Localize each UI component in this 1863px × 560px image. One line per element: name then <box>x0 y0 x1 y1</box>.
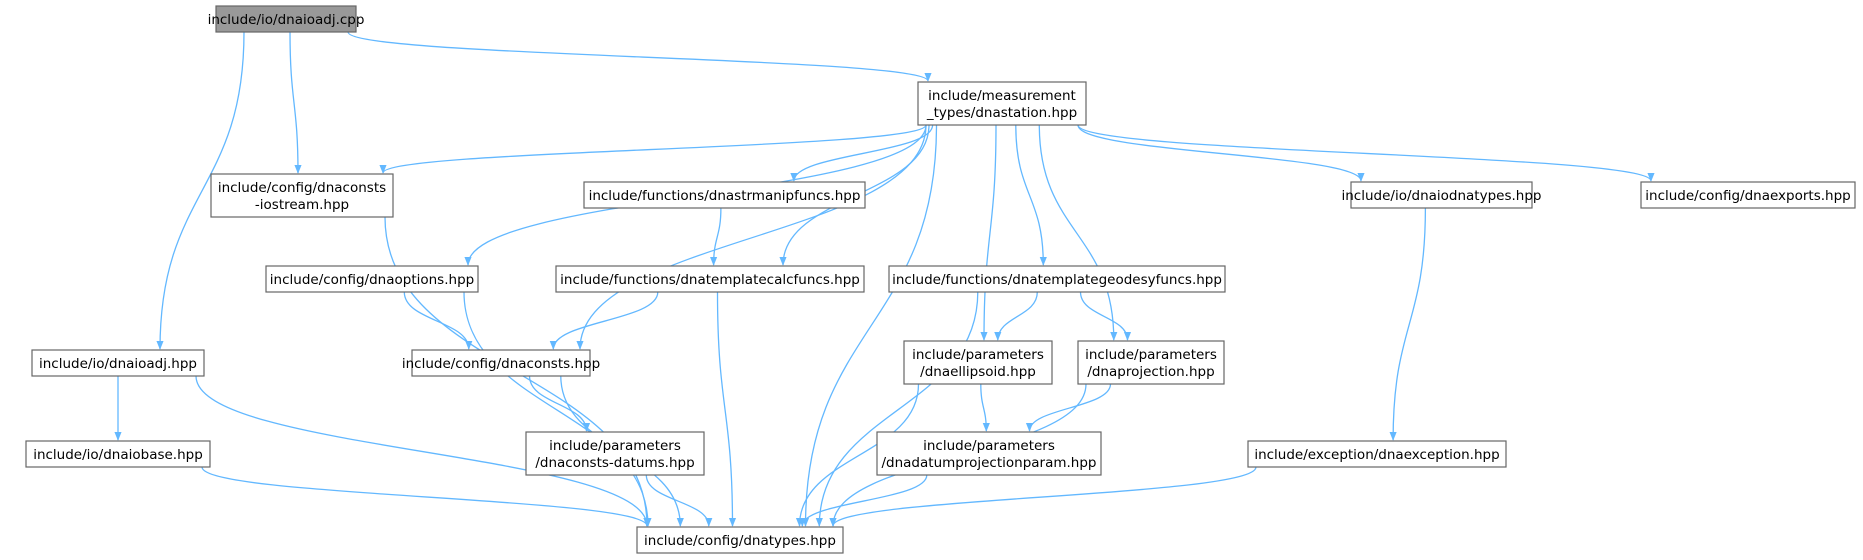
edge-dnatemplatecalcfuncs-to-dnatypes <box>716 291 737 527</box>
node-label: /dnaellipsoid.hpp <box>920 364 1036 380</box>
edge-dnastation-to-dnaprojection <box>1038 124 1118 341</box>
edge-dnastation-to-dnaellipsoid <box>980 124 997 341</box>
edge-dnastation-to-dnatypes <box>801 124 938 527</box>
node-box <box>1247 440 1507 468</box>
node-box <box>525 431 705 476</box>
node-label: include/functions/dnastrmanipfuncs.hpp <box>589 188 861 204</box>
node-dnaconsts_datums[interactable]: include/parameters/dnaconsts-datums.hpp <box>525 431 705 476</box>
node-label: include/measurement <box>928 88 1076 104</box>
node-label: include/config/dnaexports.hpp <box>1645 188 1850 204</box>
node-box <box>265 265 479 293</box>
edge-dnaprojection-to-dnadatumprojectionparam <box>1025 383 1112 432</box>
edge-dnaexception-to-dnatypes <box>829 466 1257 527</box>
node-dnaioadj_hpp[interactable]: include/io/dnaioadj.hpp <box>31 349 205 377</box>
edge-dnaconsts_datums-to-dnatypes <box>645 474 713 527</box>
edge-dnatemplategeodesyfuncs-to-dnaprojection <box>1079 291 1132 341</box>
node-box <box>1077 340 1225 385</box>
node-label: include/parameters <box>923 438 1055 454</box>
node-dnadatumprojectionparam[interactable]: include/parameters/dnadatumprojectionpar… <box>876 431 1102 476</box>
node-box <box>636 526 844 554</box>
edge-dnastation-to-dnaconsts_iostream <box>379 124 927 174</box>
node-dnaconsts[interactable]: include/config/dnaconsts.hpp <box>402 349 600 377</box>
node-dnastrmanipfuncs[interactable]: include/functions/dnastrmanipfuncs.hpp <box>583 181 866 209</box>
node-box <box>917 81 1087 126</box>
edge-dnaellipsoid-to-dnatypes <box>795 383 920 527</box>
edge-dnadatumprojectionparam-to-dnatypes <box>798 474 928 527</box>
file-nodes: include/io/dnaioadj.cpp include/measureme… <box>25 5 1856 554</box>
edge-dnaoptions-to-dnatypes <box>463 291 652 527</box>
node-box <box>215 5 357 33</box>
edge-dnatemplategeodesyfuncs-to-dnatypes <box>815 291 979 527</box>
edge-dnaoptions-to-dnaconsts <box>403 291 473 350</box>
node-label: /dnadatumprojectionparam.hpp <box>881 455 1096 471</box>
node-label: include/io/dnaioadj.cpp <box>208 12 365 28</box>
node-label: include/functions/dnatemplatecalcfuncs.h… <box>560 272 860 288</box>
node-dnatemplatecalcfuncs[interactable]: include/functions/dnatemplatecalcfuncs.h… <box>555 265 865 293</box>
edge-dnastrmanipfuncs-to-dnatemplatecalcfuncs <box>710 207 722 266</box>
node-dnaprojection[interactable]: include/parameters/dnaprojection.hpp <box>1077 340 1225 385</box>
node-label: include/config/dnaoptions.hpp <box>270 272 474 288</box>
node-dnastation[interactable]: include/measurement_types/dnastation.hpp <box>917 81 1087 126</box>
node-box <box>25 440 211 468</box>
node-box <box>31 349 205 377</box>
node-label: /dnaprojection.hpp <box>1087 364 1214 380</box>
node-box <box>555 265 865 293</box>
node-dnaconsts_iostream[interactable]: include/config/dnaconsts-iostream.hpp <box>210 173 394 218</box>
node-label: include/parameters <box>549 438 681 454</box>
node-label: include/functions/dnatemplategeodesyfunc… <box>892 272 1222 288</box>
node-dnaexports[interactable]: include/config/dnaexports.hpp <box>1640 181 1856 209</box>
edge-dnastation-to-dnaexports <box>1077 124 1655 182</box>
node-label: include/config/dnatypes.hpp <box>644 533 836 549</box>
node-dnaioadj_cpp[interactable]: include/io/dnaioadj.cpp <box>208 5 365 33</box>
node-label: include/exception/dnaexception.hpp <box>1254 447 1499 463</box>
edge-dnastation-to-dnastrmanipfuncs <box>790 124 934 182</box>
node-dnaexception[interactable]: include/exception/dnaexception.hpp <box>1247 440 1507 468</box>
edge-dnaioadj_cpp-to-dnaioadj_hpp <box>156 31 245 350</box>
node-label: _types/dnastation.hpp <box>926 105 1077 121</box>
node-label: include/parameters <box>1085 347 1217 363</box>
node-box <box>1640 181 1856 209</box>
node-dnaellipsoid[interactable]: include/parameters/dnaellipsoid.hpp <box>903 340 1053 385</box>
node-box <box>1350 181 1533 209</box>
node-dnaiodnatypes[interactable]: include/io/dnaiodnatypes.hpp <box>1341 181 1542 209</box>
edge-dnastation-to-dnaiodnatypes <box>1077 124 1365 182</box>
edge-dnastation-to-dnaconsts <box>576 124 927 350</box>
edge-dnastation-to-dnatemplategeodesyfuncs <box>1015 124 1047 266</box>
node-box <box>583 181 866 209</box>
node-dnaiobase[interactable]: include/io/dnaiobase.hpp <box>25 440 211 468</box>
node-label: include/parameters <box>912 347 1044 363</box>
edge-dnaioadj_hpp-to-dnatypes <box>195 375 651 527</box>
node-label: include/io/dnaioadj.hpp <box>39 356 197 372</box>
node-dnatypes[interactable]: include/config/dnatypes.hpp <box>636 526 844 554</box>
edge-dnaioadj_cpp-to-dnaconsts_iostream <box>289 31 302 174</box>
edge-dnatemplatecalcfuncs-to-dnaconsts <box>549 291 659 350</box>
node-box <box>411 349 591 377</box>
node-box <box>888 265 1226 293</box>
node-dnatemplategeodesyfuncs[interactable]: include/functions/dnatemplategeodesyfunc… <box>888 265 1226 293</box>
node-label: include/config/dnaconsts <box>218 180 386 196</box>
edge-dnaiobase-to-dnatypes <box>201 466 651 527</box>
edge-dnatemplategeodesyfuncs-to-dnaellipsoid <box>994 291 1038 341</box>
node-label: include/io/dnaiobase.hpp <box>33 447 203 463</box>
node-box <box>903 340 1053 385</box>
node-label: -iostream.hpp <box>255 197 349 213</box>
node-label: include/io/dnaiodnatypes.hpp <box>1341 188 1541 204</box>
node-box <box>210 173 394 218</box>
node-dnaoptions[interactable]: include/config/dnaoptions.hpp <box>265 265 479 293</box>
dependency-edges <box>114 31 1655 527</box>
node-label: /dnaconsts-datums.hpp <box>535 455 694 471</box>
edge-dnaiodnatypes-to-dnaexception <box>1389 207 1427 441</box>
edge-dnaconsts-to-dnaconsts_datums <box>528 375 591 432</box>
edge-dnaellipsoid-to-dnadatumprojectionparam <box>980 383 990 432</box>
edge-dnaioadj_cpp-to-dnastation <box>347 31 932 82</box>
node-box <box>876 431 1102 476</box>
node-label: include/config/dnaconsts.hpp <box>402 356 600 372</box>
